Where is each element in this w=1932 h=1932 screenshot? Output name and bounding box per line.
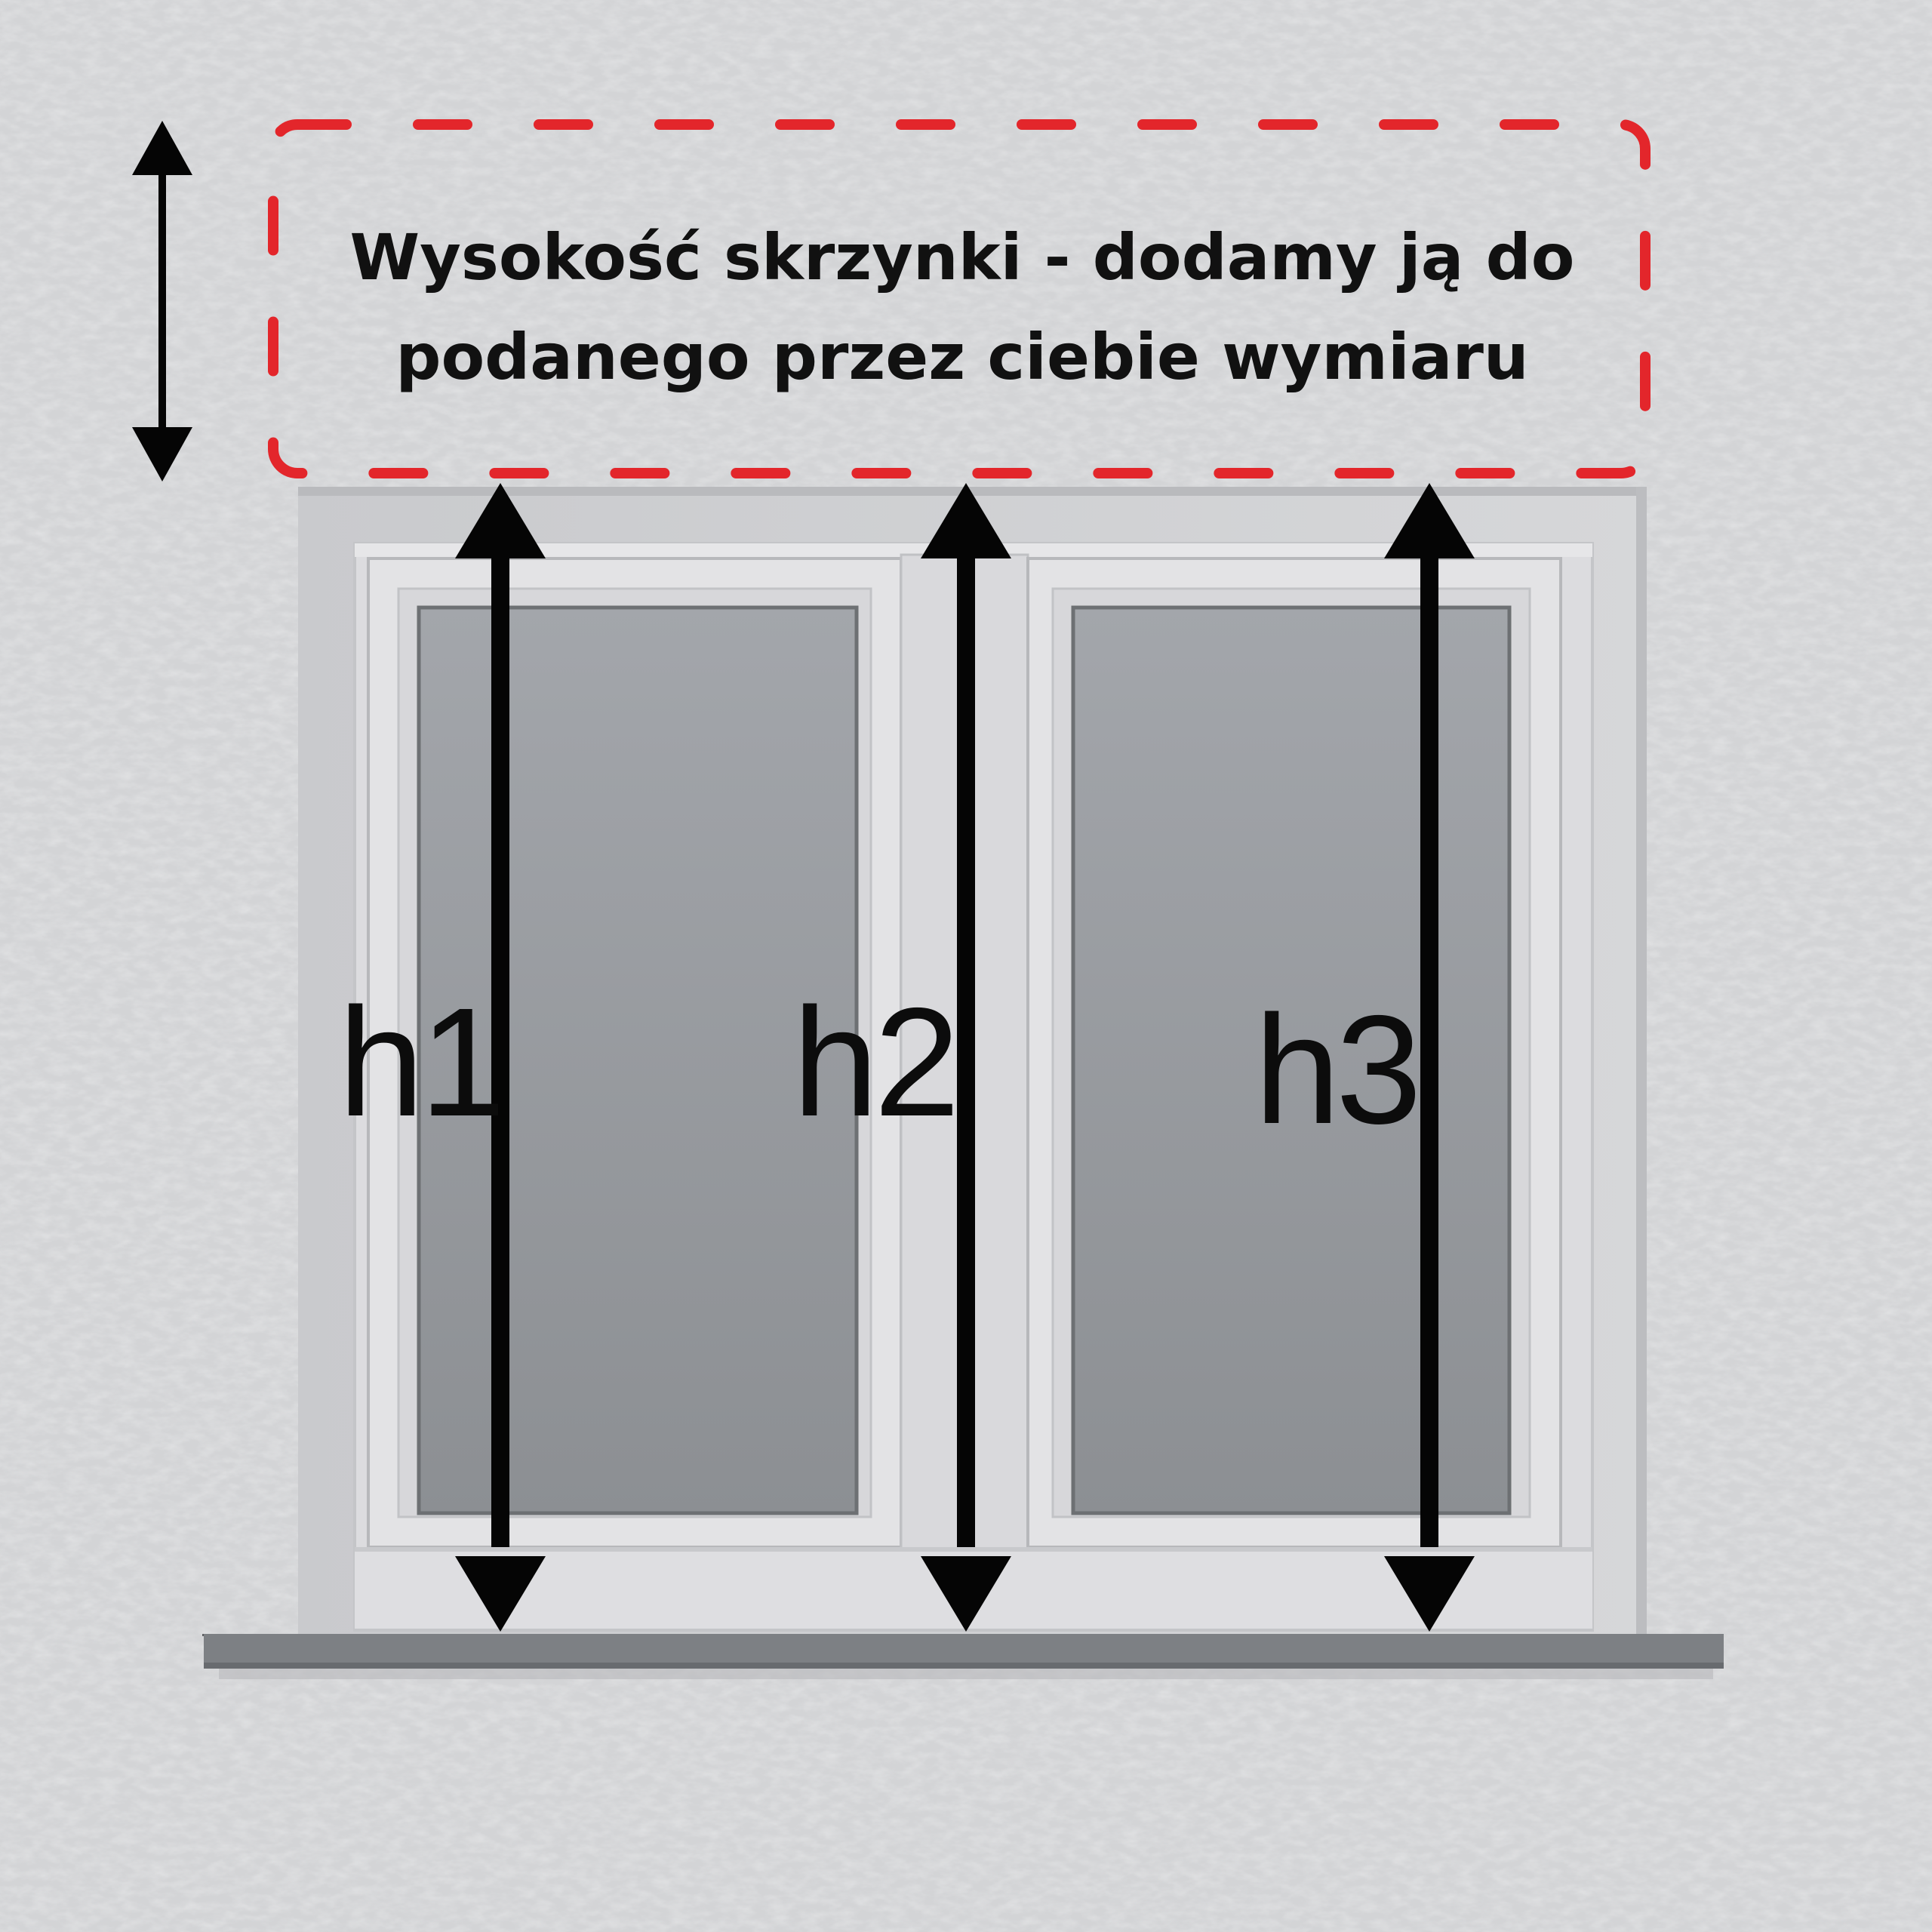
- h1-label: h1: [338, 976, 506, 1149]
- box-height-arrow: [132, 121, 192, 481]
- h3-arrow: [1384, 483, 1475, 1632]
- h3-label: h3: [1254, 983, 1422, 1156]
- h2-label: h2: [792, 976, 960, 1149]
- caption-line-1: Wysokość skrzynki - dodamy ją do: [349, 220, 1575, 294]
- window-sill: [204, 1634, 1724, 1664]
- h1-arrow: [455, 483, 546, 1632]
- roller-box-caption: Wysokość skrzynki - dodamy ją do podaneg…: [272, 208, 1653, 407]
- caption-line-2: podanego przez ciebie wymiaru: [395, 320, 1529, 394]
- h2-arrow: [921, 483, 1011, 1632]
